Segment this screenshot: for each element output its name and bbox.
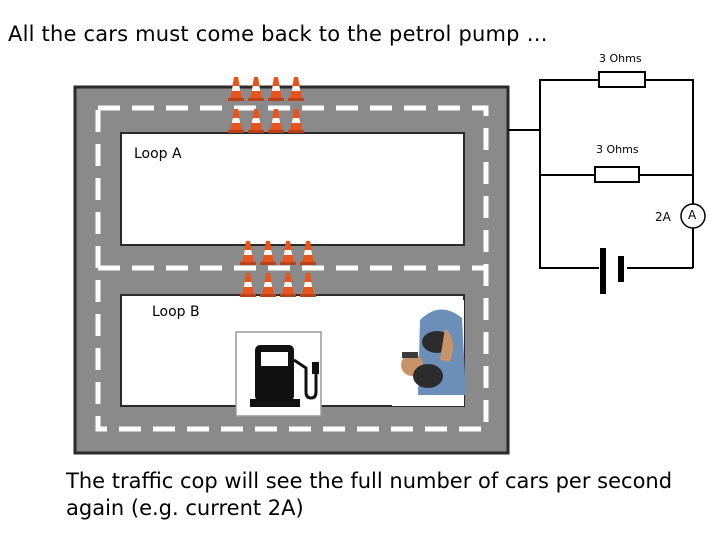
resistor-top [598, 71, 646, 88]
ammeter-icon [680, 203, 706, 229]
slide-caption: The traffic cop will see the full number… [66, 469, 673, 520]
ammeter-symbol: A [688, 208, 697, 222]
resistor-bottom [594, 166, 640, 183]
loop-b-label: Loop B [152, 304, 200, 320]
current-label: 2A [655, 210, 671, 224]
traffic-cop-photo [392, 300, 466, 406]
battery-icon [600, 248, 624, 294]
slide-title: All the cars must come back to the petro… [8, 22, 548, 46]
loop-a-block [120, 132, 465, 246]
resistor-top-label: 3 Ohms [599, 52, 642, 65]
petrol-pump-icon [235, 331, 322, 417]
loop-a-label: Loop A [134, 146, 182, 162]
resistor-bottom-label: 3 Ohms [596, 143, 639, 156]
circuit-diagram [508, 71, 706, 294]
